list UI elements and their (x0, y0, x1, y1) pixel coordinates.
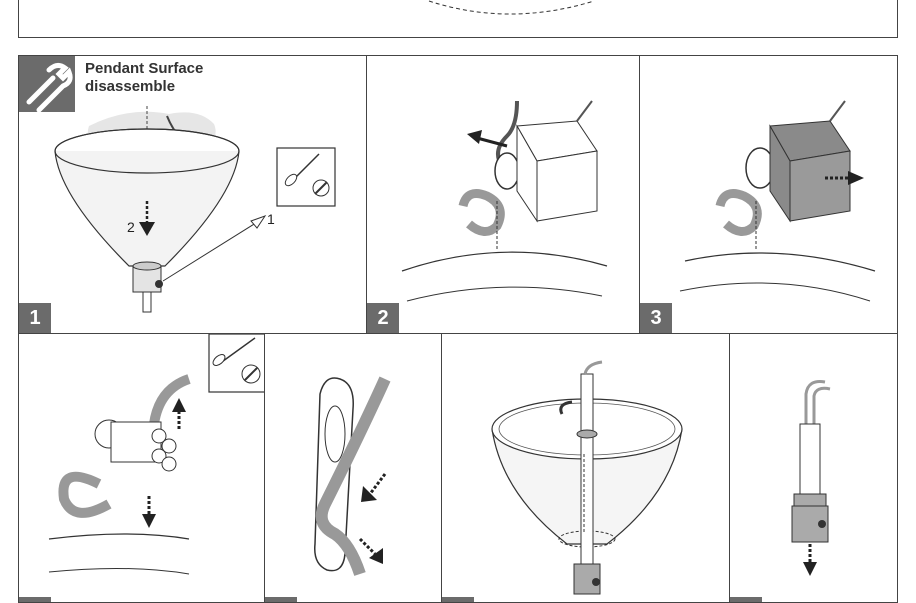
step-panel-1: Pendant Surface disassemble 2 1 1 (18, 55, 367, 334)
hook-release-illustration (401, 100, 608, 302)
step-number-1: 1 (19, 303, 51, 333)
wire-disconnect-illustration (48, 334, 265, 575)
step-number-2: 2 (367, 303, 399, 333)
wrench-icon-box (19, 56, 75, 112)
arrow-label-1: 1 (267, 211, 275, 227)
canopy-disassemble-illustration: 2 1 (54, 106, 336, 313)
dashed-canopy-outline (428, 0, 595, 15)
step-number-6 (442, 597, 474, 602)
canopy-removal-illustration (491, 360, 683, 595)
step-panel-7 (729, 333, 898, 603)
hook-unthread-illustration (314, 376, 391, 576)
arrow-label-2: 2 (127, 219, 135, 235)
step-panel-2: 2 (366, 55, 640, 334)
step-panel-4 (18, 333, 266, 603)
screwdriver-icon-2 (212, 337, 261, 384)
previous-section-panel (18, 0, 898, 38)
screwdriver-icon (284, 153, 330, 197)
wrench-icon (26, 62, 73, 112)
terminal-slide-illustration (679, 100, 876, 302)
step-number-5 (265, 597, 297, 602)
step-panel-6 (441, 333, 731, 603)
step-panel-3: 3 (639, 55, 898, 334)
section-title-line2: disassemble (85, 78, 176, 95)
section-title-line1: Pendant Surface (85, 60, 204, 77)
step-number-7 (730, 597, 762, 602)
section-title: Pendant Surface disassemble (85, 60, 203, 96)
step-number-4 (19, 597, 51, 602)
step-number-3: 3 (640, 303, 672, 333)
step-panel-5 (264, 333, 443, 603)
collar-removal-illustration (791, 380, 831, 576)
